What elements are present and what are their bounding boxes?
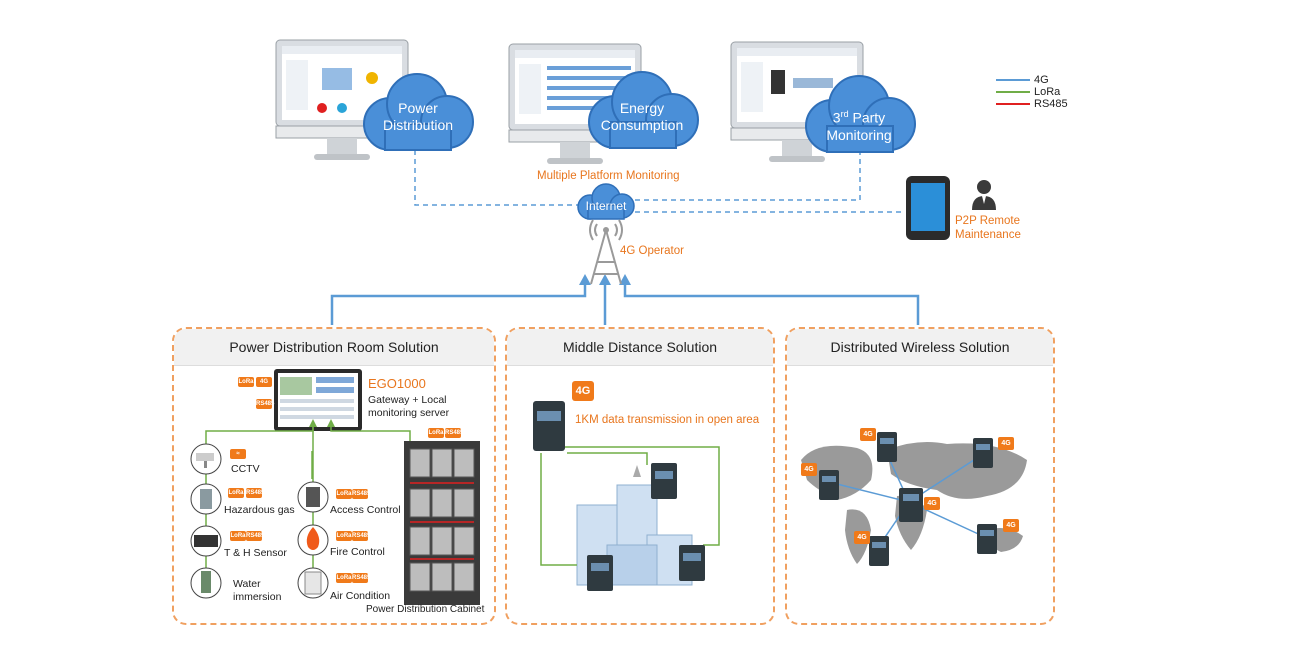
uplink-power-room xyxy=(330,283,587,325)
aircon-rs485-tag: RS485 xyxy=(352,573,371,583)
map-4g-tag-5: 4G xyxy=(854,531,870,544)
link-third-party xyxy=(635,150,861,201)
panel-power-room-title: Power Distribution Room Solution xyxy=(174,329,494,366)
fire-control-label: Fire Control xyxy=(330,546,385,558)
power-room-graphics xyxy=(190,369,480,605)
air-condition-icon xyxy=(297,567,329,599)
hazardous-gas-label: Hazardous gas xyxy=(224,504,295,516)
middle-distance-graphics xyxy=(533,401,720,591)
access-lora-tag: LoRa xyxy=(336,489,352,499)
cloud-third-party-icon xyxy=(805,75,916,153)
uplink-distributed xyxy=(623,283,920,325)
cloud-energy-consumption-label: Energy Consumption xyxy=(600,100,684,133)
gas-sensor-icon xyxy=(190,483,222,515)
fire-rs485-tag: RS485 xyxy=(352,531,371,541)
gateway-name: EGO1000 xyxy=(368,376,426,391)
gas-rs485-tag: RS485 xyxy=(246,488,265,498)
access-control-label: Access Control xyxy=(330,504,401,516)
p2p-label: P2P Remote Maintenance xyxy=(955,215,1021,241)
cell-tower-icon xyxy=(589,219,623,285)
map-4g-tag-2: 4G xyxy=(860,428,876,441)
legend-swatch-rs485 xyxy=(996,103,1030,106)
fire-lora-tag: LoRa xyxy=(336,531,352,541)
cloud-energy-consumption-icon xyxy=(588,71,699,149)
panel-middle-distance-title: Middle Distance Solution xyxy=(507,329,773,366)
panel-distributed-wireless-title: Distributed Wireless Solution xyxy=(787,329,1053,366)
internet-label: Internet xyxy=(585,199,627,213)
gateway-desc: Gateway + Local monitoring server xyxy=(368,394,450,419)
aircon-lora-tag: LoRa xyxy=(336,573,352,583)
legend-swatch-4g xyxy=(996,79,1030,82)
legend-swatch-lora xyxy=(996,91,1030,94)
middle-note: 1KM data transmission in open area xyxy=(575,414,760,426)
th-rs485-tag: RS485 xyxy=(246,531,265,541)
water-immersion-label: Water immersion xyxy=(233,578,282,603)
phone-icon xyxy=(906,176,950,240)
link-power-distribution xyxy=(414,150,580,206)
cloud-third-party-label: 3rd Party Monitoring xyxy=(826,109,892,143)
middle-4g-badge: 4G xyxy=(572,381,594,401)
cctv-label: CCTV xyxy=(231,463,260,475)
th-sensor-label: T & H Sensor xyxy=(224,547,287,559)
access-control-icon xyxy=(297,481,329,513)
map-4g-tag-4: 4G xyxy=(924,497,940,510)
access-rs485-tag: RS485 xyxy=(352,489,371,499)
multiple-platform-label: Multiple Platform Monitoring xyxy=(537,170,680,182)
map-4g-tag-1: 4G xyxy=(801,463,817,476)
cabinet-label: Power Distribution Cabinet xyxy=(366,604,485,615)
gateway-4g-tag: 4G xyxy=(256,377,272,387)
air-condition-label: Air Condition xyxy=(330,590,391,602)
legend-item-lora: LoRa xyxy=(996,86,1060,99)
cloud-power-distribution-icon xyxy=(363,73,474,151)
th-sensor-icon xyxy=(190,525,222,557)
th-lora-tag: LoRa xyxy=(230,531,246,541)
internet-cloud-icon xyxy=(577,183,635,220)
gas-lora-tag: LoRa xyxy=(228,488,244,498)
gateway-lora-tag: LoRa xyxy=(238,377,254,387)
cabinet-rs485-tag: RS485 xyxy=(445,428,464,438)
world-map-graphics xyxy=(801,432,1027,566)
map-4g-tag-3: 4G xyxy=(998,437,1014,450)
gateway-rs485-tag: RS485 xyxy=(256,399,275,409)
cctv-icon xyxy=(190,443,222,475)
fire-control-icon xyxy=(297,524,329,556)
water-sensor-icon xyxy=(190,567,222,599)
legend-item-4g: 4G xyxy=(996,74,1049,87)
cctv-tag: ≈ xyxy=(230,449,246,459)
map-4g-tag-6: 4G xyxy=(1003,519,1019,532)
person-icon xyxy=(972,180,996,210)
cabinet-lora-tag: LoRa xyxy=(428,428,444,438)
operator-label: 4G Operator xyxy=(620,245,684,257)
legend-item-rs485: RS485 xyxy=(996,98,1068,111)
cloud-power-distribution-label: Power Distribution xyxy=(382,100,454,133)
